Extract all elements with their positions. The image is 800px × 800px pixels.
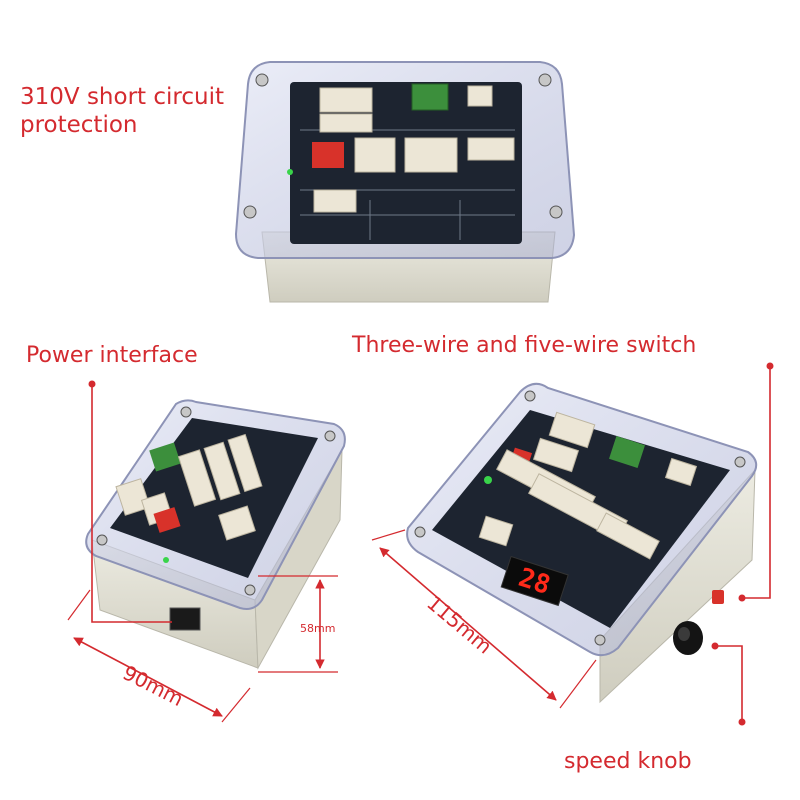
top-green-terminal: [411, 83, 449, 111]
left-connector: [115, 478, 151, 516]
right-connector: [478, 515, 514, 547]
switch-leader-line: [742, 366, 771, 599]
knob-leader-line: [715, 645, 743, 722]
right-connector: [596, 512, 660, 560]
protection-label-line2: protection: [20, 112, 138, 138]
right-connector: [664, 457, 698, 487]
power-jack: [169, 607, 201, 631]
screw-icon: [538, 73, 552, 87]
screw-icon: [549, 205, 563, 219]
screw-icon: [524, 390, 536, 402]
top-connector: [319, 113, 373, 133]
screw-icon: [734, 456, 746, 468]
top-connector: [404, 137, 458, 173]
screw-icon: [180, 406, 192, 418]
dimension-arrow-icon: [73, 637, 223, 717]
power-leader-line: [91, 384, 172, 623]
right-connector: [548, 411, 596, 449]
screw-icon: [255, 73, 269, 87]
led-icon: [484, 476, 492, 484]
top-connector: [319, 87, 373, 113]
screw-icon: [96, 534, 108, 546]
top-device: [234, 61, 576, 303]
width-dimension-label: 90mm: [119, 660, 187, 711]
right-device: 28: [406, 382, 758, 704]
top-connector: [313, 189, 357, 213]
left-connector: [203, 441, 241, 501]
left-red-switch: [153, 507, 181, 533]
screw-icon: [414, 526, 426, 538]
speed-knob-label: speed knob: [564, 749, 692, 774]
right-connector: [532, 437, 580, 473]
left-connector: [227, 433, 263, 493]
right-green-terminal: [609, 435, 645, 469]
height-dimension-label: 58mm: [300, 622, 335, 635]
leader-dot: [738, 718, 746, 726]
power-interface-label: Power interface: [26, 343, 198, 368]
dimension-extension-line: [559, 659, 597, 709]
top-connector: [354, 137, 396, 173]
left-connector: [218, 505, 256, 541]
top-connector: [467, 85, 493, 107]
top-red-switch: [312, 142, 344, 168]
annotations: [67, 362, 774, 726]
screw-icon: [594, 634, 606, 646]
left-connector: [177, 449, 217, 507]
left-device: [85, 399, 346, 670]
dimension-extension-line: [371, 529, 406, 541]
screw-icon: [324, 430, 336, 442]
screw-icon: [243, 205, 257, 219]
led-icon: [287, 169, 293, 175]
dimension-extension-line: [67, 589, 91, 621]
length-dimension-label: 115mm: [422, 591, 497, 659]
dimension-extension-line: [221, 687, 251, 723]
leader-dot: [738, 594, 746, 602]
led-icon: [163, 557, 169, 563]
switch-icon: [712, 590, 724, 604]
top-connector: [467, 137, 515, 161]
switch-label: Three-wire and five-wire switch: [351, 333, 696, 358]
dimension-arrow-icon: [379, 547, 557, 701]
knob-icon: [673, 621, 703, 655]
left-green-terminal: [149, 442, 181, 472]
screw-icon: [244, 584, 256, 596]
protection-label-line1: 310V short circuit: [20, 84, 224, 110]
